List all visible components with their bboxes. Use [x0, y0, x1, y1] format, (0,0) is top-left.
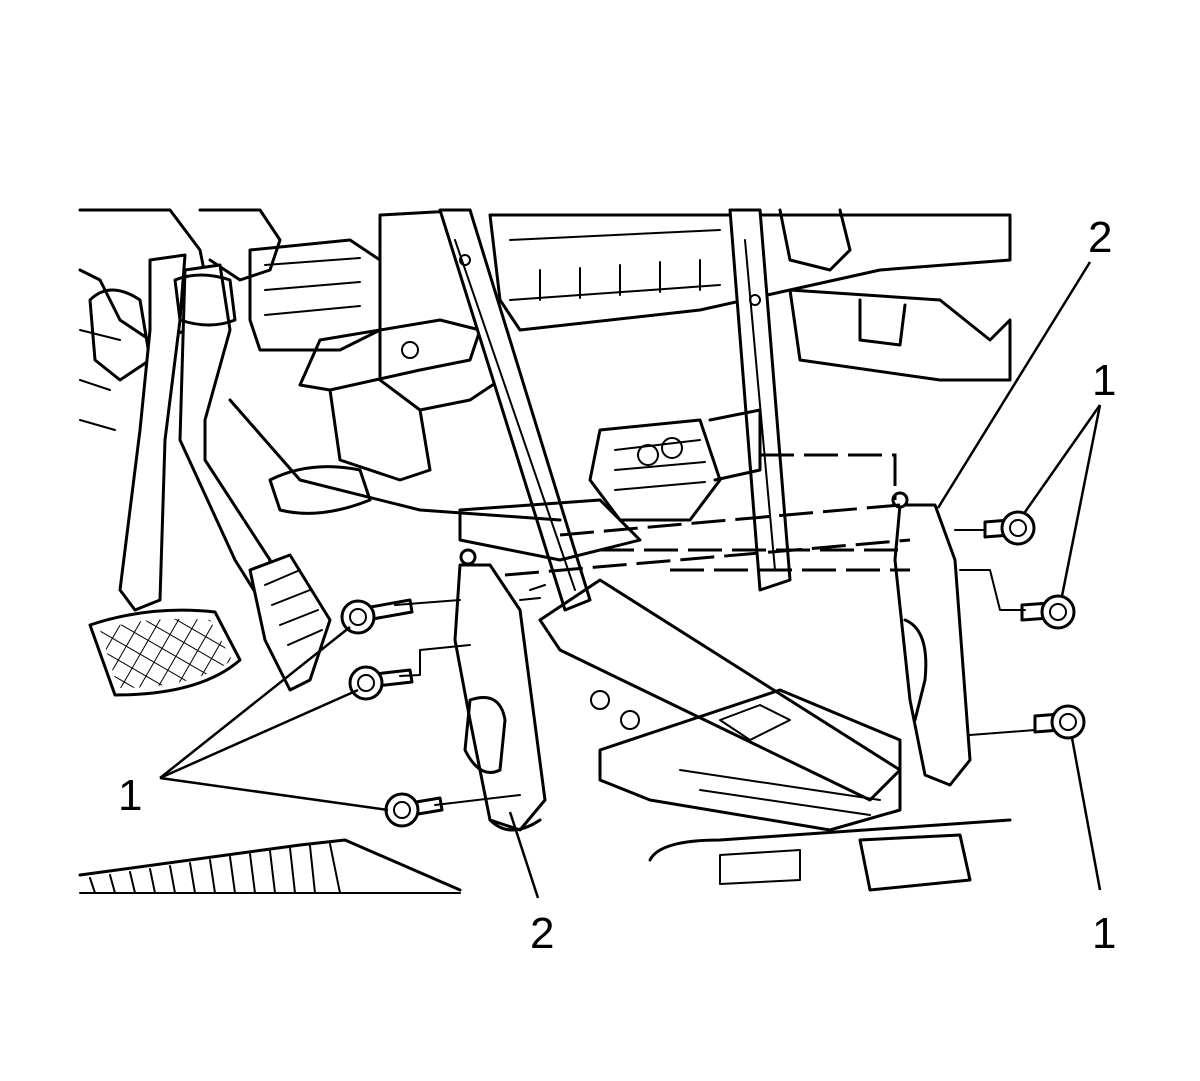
callout-bolt-right-bottom: 1: [1092, 909, 1116, 958]
callout-bolts-right-top: 1: [1092, 356, 1116, 405]
accelerator-pedal: [248, 553, 332, 692]
left-console-bracket: [453, 548, 547, 832]
right-console-bracket: [891, 491, 972, 787]
bolt-right-top: [983, 510, 1036, 546]
callout-bolts-left: 1: [118, 771, 142, 820]
floor-grille: [78, 838, 462, 894]
callout-bracket-left: 2: [530, 909, 554, 958]
vehicle-structure: [78, 208, 1012, 892]
leader-lines: [159, 261, 1102, 899]
bolt-right-bottom: [1033, 704, 1086, 740]
bolt-right-middle: [1020, 594, 1076, 630]
pedal-assembly: [88, 253, 332, 697]
callout-bracket-right: 2: [1088, 213, 1112, 262]
alignment-lines: [504, 453, 911, 601]
bolt-left-3: [384, 792, 444, 828]
bolt-left-2: [348, 665, 414, 701]
bolt-paths: [394, 529, 1036, 806]
